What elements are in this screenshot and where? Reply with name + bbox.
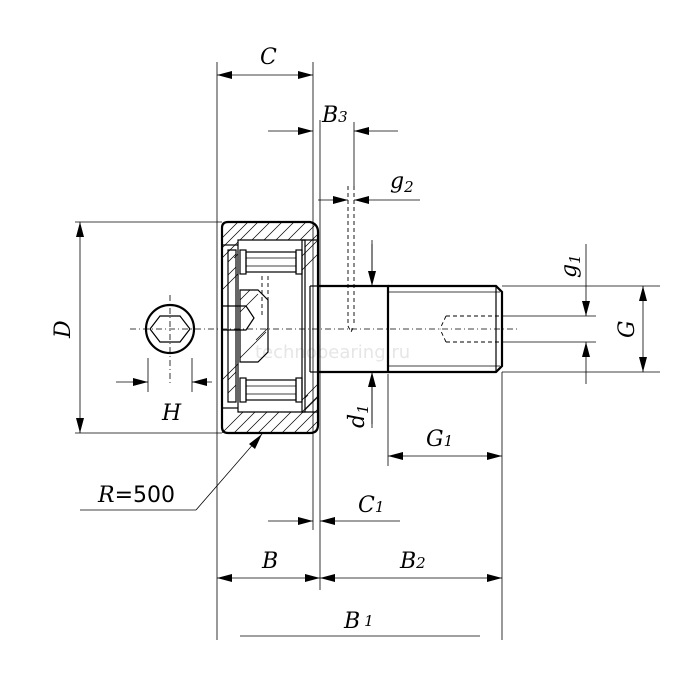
outer-ring (220, 220, 320, 435)
label-D: D (51, 320, 76, 339)
dim-C1: C1 (268, 493, 400, 525)
label-H: H (161, 401, 182, 426)
label-B2: B2 (399, 549, 426, 574)
dim-G1: G1 (388, 427, 502, 460)
needle-rollers (239, 249, 303, 403)
label-g1: g1 (557, 254, 584, 278)
radius-leader: R=500 (80, 433, 263, 511)
label-G1: G1 (426, 427, 453, 452)
label-g2: g2 (390, 169, 414, 196)
dim-B2: B2 (320, 549, 502, 582)
dim-C: C (217, 45, 313, 79)
dim-D: D (51, 222, 84, 433)
dim-B3: B3 (268, 103, 398, 186)
label-d1: d1 (345, 404, 372, 428)
left-seal (227, 249, 237, 403)
stud-head (222, 276, 269, 363)
dim-d1: d1 (345, 244, 376, 428)
stud-shaft (309, 186, 504, 374)
label-C: C (260, 45, 277, 70)
hex-socket-view (144, 303, 196, 355)
dim-G: G (615, 286, 647, 372)
dim-g2: g2 (318, 169, 420, 204)
label-B: B (261, 549, 278, 574)
dim-g1: g1 (557, 244, 590, 384)
dim-B: B (217, 549, 320, 582)
label-B3: B3 (321, 103, 348, 128)
watermark-text: technobearing.ru (255, 342, 410, 363)
label-C1: C1 (358, 493, 384, 518)
dim-H: H (116, 378, 212, 426)
label-G: G (615, 320, 640, 338)
label-R: R=500 (97, 483, 175, 508)
